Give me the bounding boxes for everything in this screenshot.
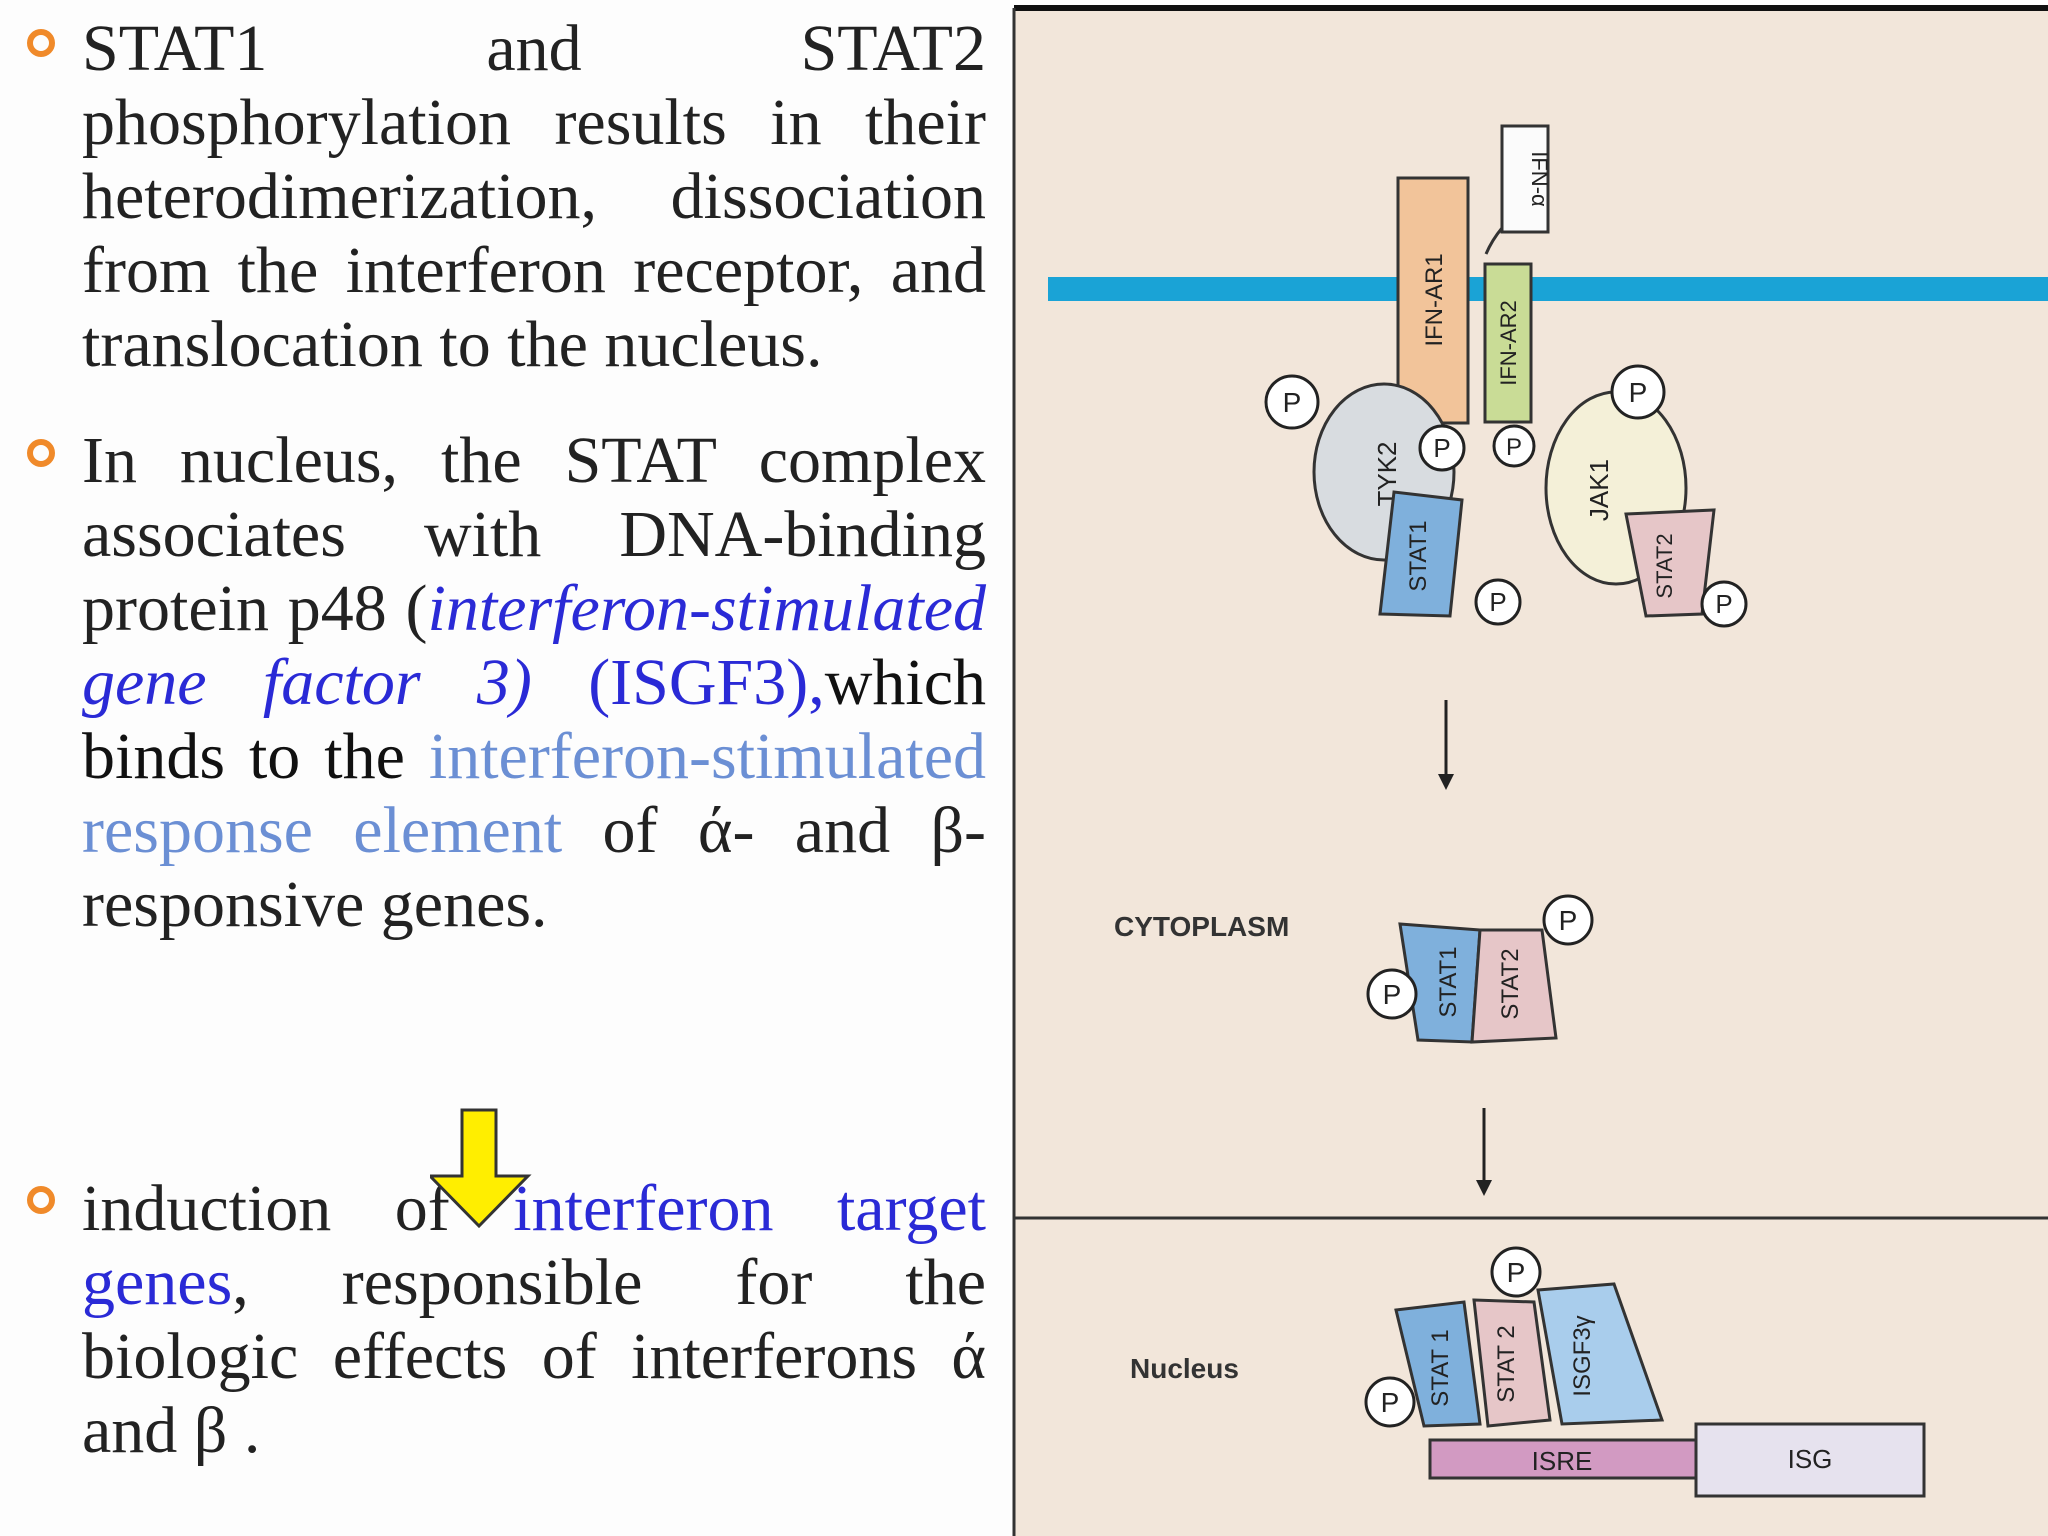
isgf3-abbrev: (ISGF3), bbox=[531, 646, 825, 719]
pathway-diagram: IFN-AR1 IFN-AR2 IFN-α TYK2 JAK1 STAT1 ST… bbox=[1010, 0, 2048, 1536]
svg-text:P: P bbox=[1506, 434, 1522, 461]
bullet-3-end: , responsible for the biologic effects o… bbox=[82, 1246, 986, 1467]
ifn-ar1-label: IFN-AR1 bbox=[1421, 253, 1448, 346]
cell-membrane bbox=[1048, 277, 2048, 301]
svg-text:P: P bbox=[1715, 589, 1732, 619]
svg-text:P: P bbox=[1489, 587, 1506, 617]
svg-text:P: P bbox=[1383, 979, 1402, 1010]
phosphate-icon bbox=[1700, 580, 1748, 628]
stat2-receptor-bound bbox=[1624, 508, 1716, 618]
stat2-isgf3-label: STAT 2 bbox=[1493, 1325, 1520, 1402]
svg-text:P: P bbox=[1629, 377, 1648, 408]
stat1-receptor-bound bbox=[1378, 490, 1464, 618]
stat2-label: STAT2 bbox=[1652, 533, 1677, 598]
ifn-alpha-label: IFN-α bbox=[1527, 151, 1552, 207]
cytoplasm-label: CYTOPLASM bbox=[1114, 911, 1289, 942]
bullet-2-intro: In nucleus, the STAT complex associates … bbox=[82, 424, 986, 645]
bullet-ring-icon bbox=[27, 29, 55, 57]
phosphate-icon bbox=[1610, 364, 1666, 420]
target-genes: interferon target genes bbox=[82, 1172, 986, 1319]
phospho-group-receptor: P P P P P P bbox=[1264, 364, 1748, 628]
stat2-isgf3 bbox=[1472, 1298, 1552, 1428]
isre-label: ISRE bbox=[1532, 1446, 1593, 1476]
isgf3-gamma-protein bbox=[1536, 1282, 1665, 1426]
phosphate-icon bbox=[1492, 424, 1536, 468]
phosphate-icon bbox=[1264, 374, 1320, 430]
phosphate-icon bbox=[1490, 1246, 1542, 1298]
stat1-isgf3 bbox=[1394, 1300, 1482, 1428]
bullet-3-intro: induction of bbox=[82, 1172, 514, 1245]
phosphate-icon bbox=[1474, 578, 1522, 626]
svg-text:P: P bbox=[1283, 387, 1302, 418]
arrowhead-icon bbox=[1476, 1180, 1492, 1196]
stat1-label: STAT1 bbox=[1405, 520, 1432, 591]
bullet-text-3: induction of interferon target genes, re… bbox=[82, 1172, 986, 1468]
phosphate-icon bbox=[1364, 1376, 1416, 1428]
svg-text:P: P bbox=[1433, 433, 1450, 463]
stat2-dimer-label: STAT2 bbox=[1497, 948, 1524, 1019]
phosphate-icon bbox=[1366, 968, 1418, 1020]
ifn-ar2-receptor bbox=[1483, 262, 1533, 424]
isg-gene bbox=[1694, 1422, 1926, 1498]
stat1-dimer-label: STAT1 bbox=[1435, 946, 1462, 1017]
isgf3-gamma-label: ISGF3γ bbox=[1569, 1315, 1596, 1396]
svg-text:P: P bbox=[1507, 1257, 1526, 1288]
svg-text:P: P bbox=[1381, 1387, 1400, 1418]
bullet-ring-icon bbox=[27, 439, 55, 467]
isre-name: interferon-stimulated response element bbox=[82, 720, 986, 867]
ifn-ar1-receptor bbox=[1396, 176, 1470, 425]
ifn-alpha-ligand bbox=[1500, 124, 1550, 234]
svg-text:P: P bbox=[1559, 905, 1578, 936]
isgf3-full-name: interferon-stimulated gene factor 3) bbox=[82, 572, 986, 719]
stat1-isgf3-label: STAT 1 bbox=[1427, 1329, 1454, 1406]
bullet-2-end: of ά- and β-responsive genes. bbox=[82, 794, 987, 941]
ligand-connector bbox=[1484, 227, 1504, 255]
stat2-dimer bbox=[1470, 928, 1558, 1044]
phosphate-icon bbox=[1542, 894, 1594, 946]
jak1-label: JAK1 bbox=[1584, 459, 1614, 521]
phosphate-icon bbox=[1418, 424, 1466, 472]
bullet-2-binds: which binds to the bbox=[82, 646, 987, 793]
text-panel: STAT1 and STAT2 phosphorylation results … bbox=[0, 0, 1010, 1536]
bullet-text-1: STAT1 and STAT2 phosphorylation results … bbox=[82, 12, 986, 381]
isg-label: ISG bbox=[1788, 1444, 1833, 1474]
yellow-down-arrow-icon bbox=[430, 1108, 532, 1229]
ifn-ar2-label: IFN-AR2 bbox=[1496, 300, 1521, 386]
arrowhead-icon bbox=[1438, 774, 1454, 790]
nucleus-label: Nucleus bbox=[1130, 1353, 1239, 1384]
bullet-text-2: In nucleus, the STAT complex associates … bbox=[82, 424, 986, 942]
bullet-ring-icon bbox=[27, 1186, 55, 1214]
